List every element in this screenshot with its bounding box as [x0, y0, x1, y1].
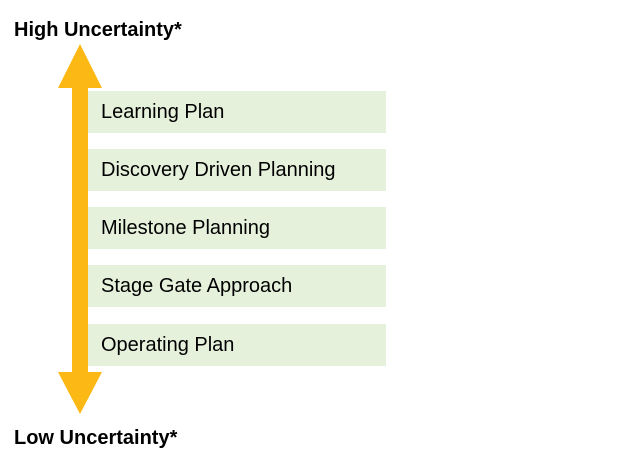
- plan-item-learning-plan: Learning Plan: [88, 91, 386, 133]
- low-uncertainty-label: Low Uncertainty*: [14, 427, 178, 449]
- high-uncertainty-label: High Uncertainty*: [14, 19, 182, 41]
- arrow-shaft: [72, 86, 88, 376]
- plan-item-operating-plan: Operating Plan: [88, 324, 386, 366]
- arrow-head-up: [58, 44, 102, 88]
- arrow-head-down: [58, 372, 102, 414]
- plan-item-stage-gate-approach: Stage Gate Approach: [88, 265, 386, 307]
- plan-item-discovery-driven-planning: Discovery Driven Planning: [88, 149, 386, 191]
- plan-item-milestone-planning: Milestone Planning: [88, 207, 386, 249]
